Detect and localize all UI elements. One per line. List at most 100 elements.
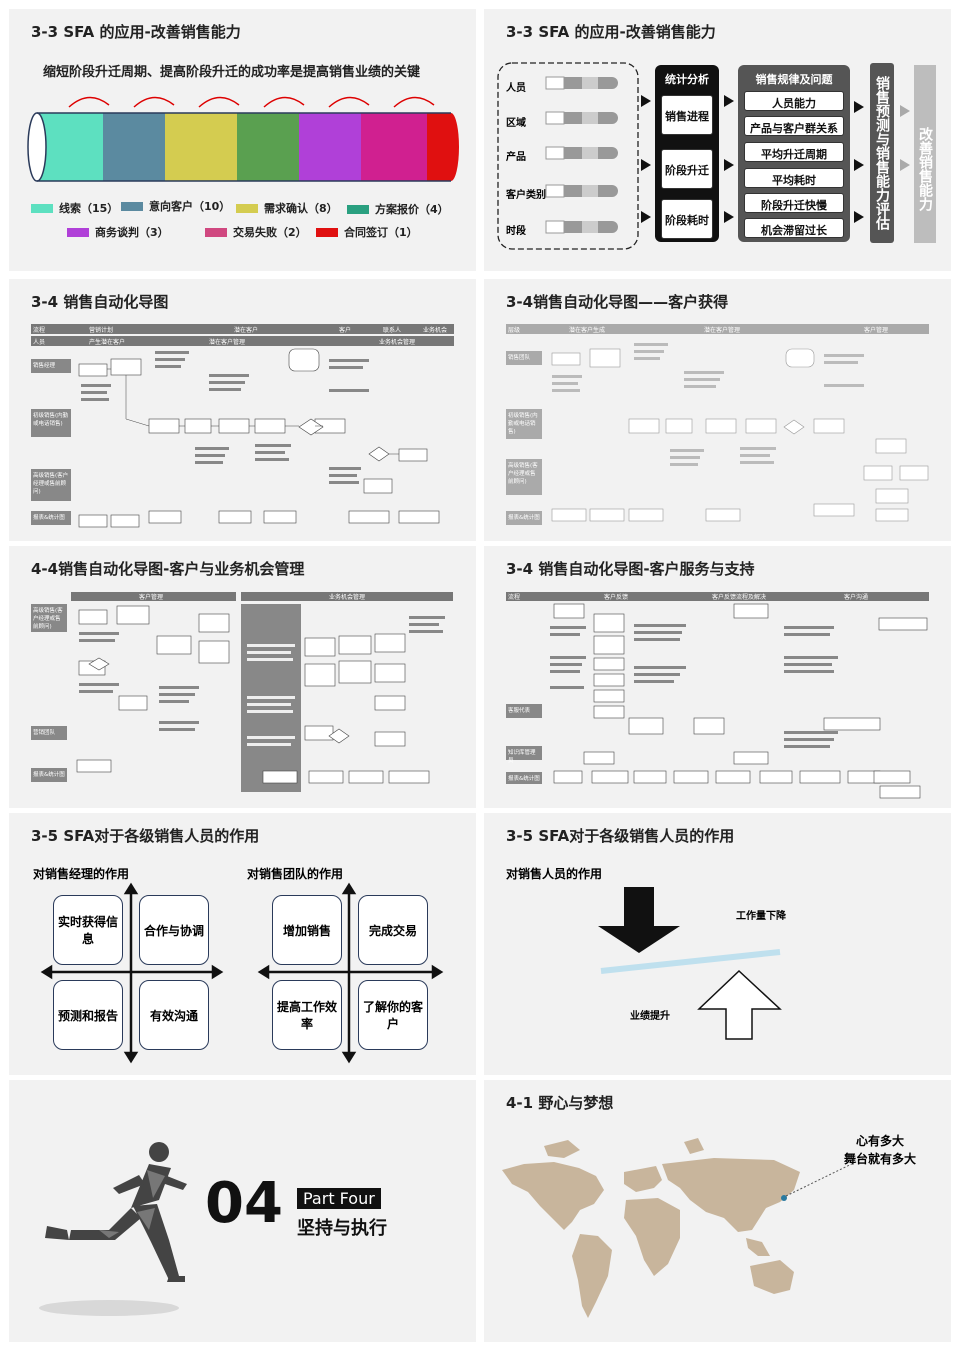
slide-title: 3-4 销售自动化导图 bbox=[31, 293, 169, 311]
header-cell: 层级 bbox=[508, 327, 521, 334]
legend-label: 方案报价（4） bbox=[375, 203, 449, 216]
evaluation-bar: 销售预测与销售能力评估 bbox=[870, 63, 894, 243]
lane-label: 销售团队 bbox=[506, 351, 542, 365]
flow-diagram bbox=[78, 348, 440, 528]
legend-label: 需求确认（8） bbox=[264, 202, 338, 215]
header-cell: 客户管理 bbox=[139, 594, 164, 601]
legend-swatch bbox=[205, 227, 227, 237]
arrow-up-icon bbox=[697, 969, 782, 1040]
quadrant-card: 了解你的客户 bbox=[358, 980, 428, 1050]
header-cell: 客户反馈流程及解决 bbox=[712, 594, 767, 601]
legend-item: 商务谈判（3） bbox=[67, 224, 169, 240]
lane-label: 高级销售(客户经理或售前顾问) bbox=[31, 604, 67, 632]
dimension-bars bbox=[497, 62, 910, 250]
stat-title: 统计分析 bbox=[665, 73, 709, 86]
dimension-label: 时段 bbox=[506, 226, 526, 237]
flow-header bbox=[506, 592, 929, 601]
quadrant-card: 完成交易 bbox=[358, 895, 428, 965]
slide-title: 4-4销售自动化导图-客户与业务机会管理 bbox=[31, 560, 305, 578]
world-map bbox=[502, 1138, 865, 1318]
quadrant-axes bbox=[40, 882, 444, 1064]
slide-opportunity-map: 4-4销售自动化导图-客户与业务机会管理 客户管理 业务机会管理 高级销售(客户… bbox=[9, 546, 476, 808]
legend-label: 合同签订（1） bbox=[344, 226, 418, 239]
section-heading: 对销售团队的作用 bbox=[247, 867, 344, 881]
part-label: Part Four bbox=[297, 1188, 381, 1209]
lane-label: 报表&统计图 bbox=[31, 768, 67, 782]
flow-header-2 bbox=[31, 336, 454, 346]
header-cell: 潜在客户生成 bbox=[569, 327, 606, 334]
up-label: 业绩提升 bbox=[630, 1011, 670, 1022]
legend-label: 线索（15） bbox=[59, 202, 119, 215]
slide-sfa-salesperson: 3-5 SFA对于各级销售人员的作用 对销售人员的作用 工作量下降 业绩提升 bbox=[484, 813, 951, 1075]
legend-label: 商务谈判（3） bbox=[95, 226, 169, 239]
lane-label: 知识库管理员 bbox=[506, 746, 542, 764]
legend-item: 合同签订（1） bbox=[316, 224, 418, 240]
dimension-label: 人员 bbox=[506, 83, 526, 94]
slide-ambition: 4-1 野心与梦想 心有多大 舞台就有多大 bbox=[484, 1080, 951, 1342]
legend-label: 交易失败（2） bbox=[233, 226, 307, 239]
workload-arrows bbox=[598, 887, 782, 1040]
legend-item: 线索（15） bbox=[31, 200, 118, 216]
header-cell: 业务机会管理 bbox=[379, 339, 416, 346]
quote-line: 舞台就有多大 bbox=[844, 1152, 917, 1166]
lane-label: 高级销售(客户经理或售前顾问) bbox=[506, 459, 542, 495]
rule-item: 平均升迁周期 bbox=[744, 142, 844, 162]
lane-label: 营销团队 bbox=[31, 726, 67, 740]
rule-item: 机会滞留过长 bbox=[744, 218, 844, 238]
rules-title: 销售规律及问题 bbox=[755, 73, 833, 86]
legend-swatch bbox=[67, 227, 89, 237]
quadrant-card: 提高工作效率 bbox=[272, 980, 342, 1050]
flow-diagram bbox=[550, 603, 928, 799]
pipeline-cylinder bbox=[27, 96, 459, 182]
header-cell: 客户反馈 bbox=[604, 594, 629, 601]
lane-label: 初级销售(内勤或电话销售) bbox=[506, 409, 542, 439]
lane-label: 客服代表 bbox=[506, 704, 542, 718]
improve-bar: 改善销售能力 bbox=[914, 65, 936, 243]
header-cell: 客户管理 bbox=[864, 327, 889, 334]
section-heading: 对销售经理的作用 bbox=[33, 867, 130, 881]
flow-diagram bbox=[551, 343, 929, 522]
header-cell: 业务机会管理 bbox=[329, 594, 366, 601]
lane-label: 报表&统计图 bbox=[31, 511, 71, 525]
quadrant-card: 实时获得信息 bbox=[53, 895, 123, 965]
slide-service-support-map: 3-4 销售自动化导图-客户服务与支持 流程 客户反馈 客户反馈流程及解决 客户… bbox=[484, 546, 951, 808]
header-cell: 流程 bbox=[33, 327, 46, 334]
rule-item: 阶段升迁快慢 bbox=[744, 193, 844, 213]
runner-icon bbox=[39, 1142, 187, 1316]
legend-item: 交易失败（2） bbox=[205, 224, 307, 240]
legend-swatch bbox=[316, 227, 338, 237]
section-heading: 对销售人员的作用 bbox=[506, 867, 603, 881]
rule-item: 人员能力 bbox=[744, 91, 844, 111]
legend-swatch bbox=[31, 203, 53, 213]
header-cell: 产生潜在客户 bbox=[89, 339, 126, 346]
dimension-label: 产品 bbox=[506, 152, 526, 163]
lane-label: 销售经理 bbox=[31, 359, 71, 373]
legend-item: 方案报价（4） bbox=[347, 201, 449, 217]
legend-swatch bbox=[236, 203, 258, 213]
legend-swatch bbox=[347, 204, 369, 214]
legend-label: 意向客户（10） bbox=[149, 200, 231, 213]
down-label: 工作量下降 bbox=[736, 911, 786, 922]
dimension-label: 区域 bbox=[506, 118, 526, 129]
lane-label: 报表&统计图 bbox=[506, 772, 542, 784]
slide-sfa-pipeline: 3-3 SFA 的应用-改善销售能力 缩短阶段升迁周期、提高阶段升迁的成功率是提… bbox=[9, 9, 476, 271]
flow-header bbox=[31, 324, 454, 334]
rules-panel: 销售规律及问题 人员能力 产品与客户群关系 平均升迁周期 平均耗时 阶段升迁快慢… bbox=[738, 65, 850, 242]
header-cell: 潜在客户管理 bbox=[209, 339, 246, 346]
slide-title: 3-3 SFA 的应用-改善销售能力 bbox=[31, 23, 241, 41]
header-cell: 联系人 bbox=[383, 327, 402, 334]
section-number: 04 bbox=[205, 1171, 283, 1236]
flow-header bbox=[71, 592, 236, 601]
quadrant-card: 合作与协调 bbox=[139, 895, 209, 965]
flow-diagram bbox=[76, 605, 445, 784]
header-cell: 客户 bbox=[339, 327, 352, 334]
header-cell: 业务机会 bbox=[423, 327, 448, 334]
stat-item: 阶段升迁 bbox=[661, 149, 713, 189]
quadrant-card: 预测和报告 bbox=[53, 980, 123, 1050]
slide-part-four: 04 Part Four 坚持与执行 bbox=[9, 1080, 476, 1342]
rule-item: 产品与客户群关系 bbox=[744, 116, 844, 136]
slide-title: 3-4销售自动化导图——客户获得 bbox=[506, 293, 729, 311]
legend-item: 需求确认（8） bbox=[236, 200, 338, 216]
header-cell: 潜在客户 bbox=[234, 327, 259, 334]
quadrant-card: 增加销售 bbox=[272, 895, 342, 965]
